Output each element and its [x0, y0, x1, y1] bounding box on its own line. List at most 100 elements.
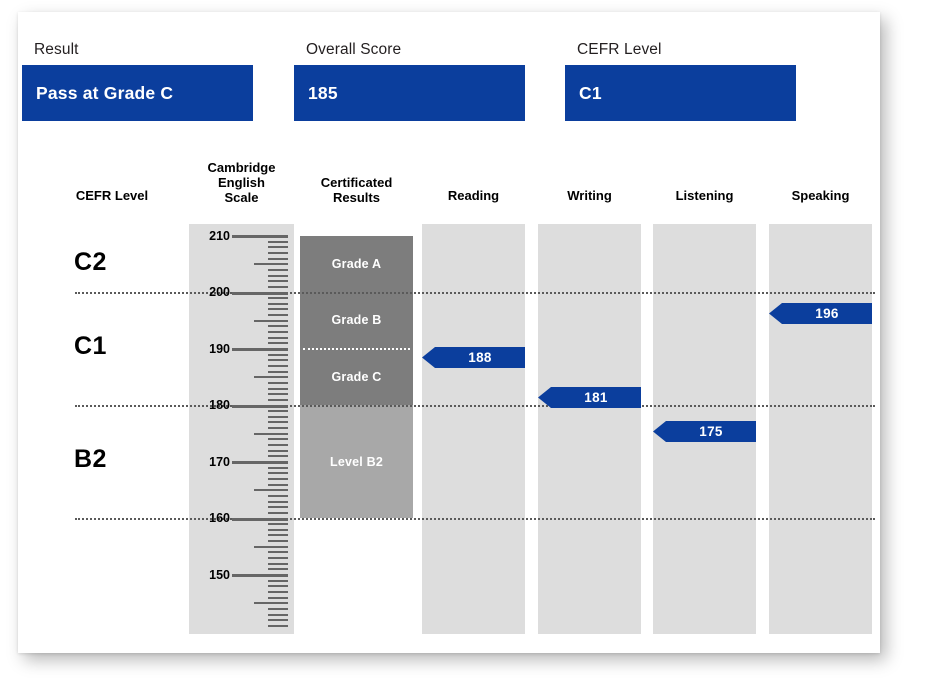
scale-tick-180 — [232, 404, 288, 408]
score-arrow-speaking-value: 196 — [815, 306, 839, 321]
scale-tick-201 — [268, 285, 288, 288]
scale-tick-163 — [268, 500, 288, 503]
scale-tick-196 — [268, 314, 288, 317]
band-level-b2: Level B2 — [300, 405, 413, 518]
band-grade-b-label: Grade B — [331, 313, 382, 327]
scale-tick-142 — [268, 619, 288, 622]
column-header-listening: Listening — [675, 188, 734, 203]
scale-tick-167 — [268, 477, 288, 480]
summary-cefr-level-label: CEFR Level — [577, 41, 662, 58]
scale-tick-161 — [268, 511, 288, 514]
scale-tick-174 — [268, 438, 288, 441]
column-header-reading: Reading — [447, 188, 500, 203]
scale-tick-200 — [232, 291, 288, 295]
cefr-label-b2: B2 — [74, 445, 107, 473]
scale-tick-188 — [268, 359, 288, 362]
scale-tick-207 — [268, 251, 288, 254]
scale-tick-152 — [268, 562, 288, 565]
scale-tick-184 — [268, 381, 288, 384]
scale-tick-160 — [232, 517, 288, 521]
scale-tick-155 — [254, 545, 288, 548]
band-grade-b: Grade B — [300, 292, 413, 348]
score-arrow-reading: 188 — [422, 347, 525, 368]
column-header-scale: Cambridge English Scale — [207, 160, 276, 205]
band-grade-c: Grade C — [300, 348, 413, 405]
scale-tick-177 — [268, 421, 288, 424]
summary-cefr-level-value: C1 — [579, 82, 602, 103]
band-grade-a-label: Grade A — [331, 257, 382, 271]
scale-tick-178 — [268, 415, 288, 418]
scale-tick-176 — [268, 427, 288, 430]
scale-tick-146 — [268, 596, 288, 599]
scale-tick-148 — [268, 585, 288, 588]
scale-number-180: 180 — [209, 398, 230, 412]
scale-tick-191 — [268, 342, 288, 345]
scale-tick-190 — [232, 348, 288, 351]
scale-number-200: 200 — [209, 285, 230, 299]
speaking-panel — [769, 224, 872, 634]
scale-tick-151 — [268, 568, 288, 571]
scale-tick-147 — [268, 590, 288, 593]
scale-number-160: 160 — [209, 511, 230, 525]
reading-panel — [422, 224, 525, 634]
scale-tick-197 — [268, 308, 288, 311]
gridline-160 — [75, 518, 875, 520]
summary-overall-score-box: 185 — [294, 65, 525, 121]
scale-tick-205 — [254, 263, 288, 266]
scale-tick-145 — [254, 602, 288, 605]
band-level-b2-label: Level B2 — [329, 454, 384, 469]
scale-tick-182 — [268, 393, 288, 396]
scale-tick-154 — [268, 551, 288, 554]
summary-cefr-level-box: C1 — [565, 65, 796, 121]
gridline-200 — [75, 292, 875, 294]
scale-tick-173 — [268, 444, 288, 447]
column-header-speaking: Speaking — [791, 188, 850, 203]
band-grade-a: Grade A — [300, 236, 413, 292]
scale-tick-143 — [268, 613, 288, 616]
scale-tick-183 — [268, 387, 288, 390]
scale-number-150: 150 — [209, 568, 230, 582]
scale-tick-198 — [268, 302, 288, 305]
score-arrow-writing: 181 — [538, 387, 641, 408]
gridline-180 — [75, 405, 875, 407]
scale-tick-159 — [268, 523, 288, 526]
scale-tick-192 — [268, 336, 288, 339]
scale-tick-165 — [254, 489, 288, 492]
score-arrow-reading-value: 188 — [468, 350, 492, 365]
column-header-writing: Writing — [567, 188, 612, 203]
scale-tick-171 — [268, 455, 288, 458]
scale-tick-209 — [268, 240, 288, 243]
band-grade-c-label: Grade C — [331, 369, 382, 384]
scale-number-170: 170 — [209, 455, 230, 469]
scale-tick-204 — [268, 268, 288, 271]
scale-tick-162 — [268, 506, 288, 509]
column-header-certificated-results: Certificated Results — [320, 175, 393, 205]
scale-tick-193 — [268, 331, 288, 334]
cefr-label-c2: C2 — [74, 248, 107, 276]
score-arrow-listening: 175 — [653, 421, 756, 442]
summary-result-label: Result — [34, 41, 79, 58]
scale-tick-158 — [268, 528, 288, 531]
scale-tick-150 — [232, 574, 288, 577]
scale-tick-179 — [268, 410, 288, 413]
scale-tick-169 — [268, 466, 288, 469]
column-header-cefr-level: CEFR Level — [75, 188, 149, 203]
score-arrow-speaking: 196 — [769, 303, 872, 324]
scale-tick-202 — [268, 280, 288, 283]
score-arrow-listening-value: 175 — [699, 424, 723, 439]
summary-overall-score-label: Overall Score — [306, 41, 402, 58]
scale-tick-144 — [268, 607, 288, 610]
scale-tick-186 — [268, 370, 288, 373]
scale-tick-195 — [254, 319, 288, 322]
scale-tick-157 — [268, 534, 288, 537]
scale-tick-164 — [268, 494, 288, 497]
scale-tick-187 — [268, 364, 288, 367]
scale-tick-168 — [268, 472, 288, 475]
scale-tick-199 — [268, 297, 288, 300]
scale-tick-181 — [268, 398, 288, 401]
scale-tick-210 — [232, 235, 288, 238]
scale-tick-194 — [268, 325, 288, 328]
scale-tick-185 — [254, 376, 288, 379]
